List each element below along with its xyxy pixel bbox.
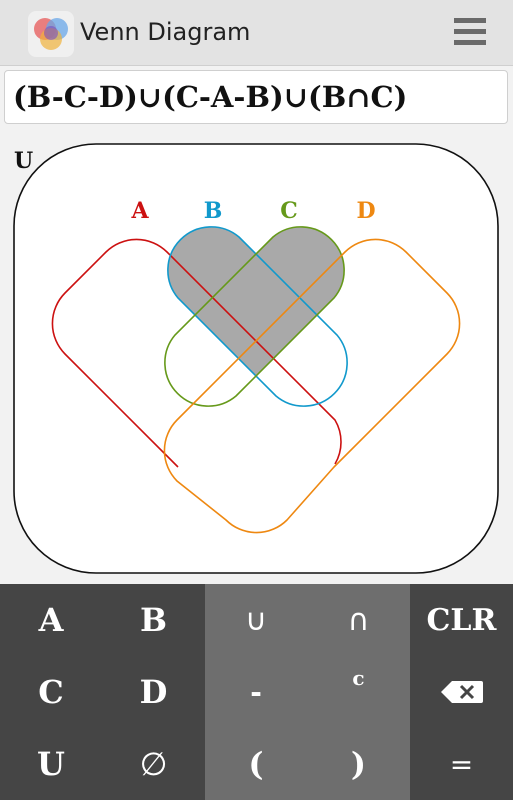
- key-c[interactable]: C: [38, 673, 64, 711]
- set-b-label: B: [204, 198, 223, 224]
- key-union[interactable]: ∪: [245, 602, 267, 638]
- key-right-paren[interactable]: ): [350, 745, 367, 783]
- set-b-outline: [167, 226, 348, 407]
- key-clear[interactable]: CLR: [426, 602, 497, 638]
- key-complement[interactable]: c: [352, 666, 365, 690]
- key-backspace[interactable]: [410, 656, 513, 728]
- key-b[interactable]: B: [139, 601, 168, 639]
- set-a-label: A: [130, 198, 149, 224]
- app-title: Venn Diagram: [80, 18, 251, 46]
- set-a-outline: [51, 238, 342, 468]
- key-empty-set[interactable]: ∅: [139, 745, 168, 783]
- key-minus[interactable]: -: [250, 675, 262, 709]
- key-a[interactable]: A: [38, 601, 64, 639]
- shaded-region: [167, 226, 345, 376]
- key-equals[interactable]: =: [449, 747, 474, 781]
- universe-label: U: [14, 148, 33, 174]
- menu-button[interactable]: [454, 16, 488, 48]
- set-d-label: D: [356, 198, 375, 224]
- app-bar: Venn Diagram: [0, 0, 513, 66]
- venn-app-icon: [28, 11, 74, 57]
- set-d-outline: [163, 238, 461, 534]
- keypad: A B ∪ ∩ CLR C D - c U ∅ ( ) =: [0, 584, 513, 800]
- set-c-label: C: [280, 198, 298, 224]
- key-d[interactable]: D: [139, 673, 168, 711]
- key-intersect[interactable]: ∩: [347, 602, 370, 638]
- expression-display[interactable]: (B-C-D)∪(C-A-B)∪(B∩C): [4, 70, 508, 124]
- key-universe[interactable]: U: [37, 745, 65, 783]
- key-left-paren[interactable]: (: [248, 745, 264, 783]
- set-c-outline: [164, 226, 345, 407]
- venn-diagram: U A B C D: [13, 143, 499, 574]
- backspace-icon: [440, 681, 483, 703]
